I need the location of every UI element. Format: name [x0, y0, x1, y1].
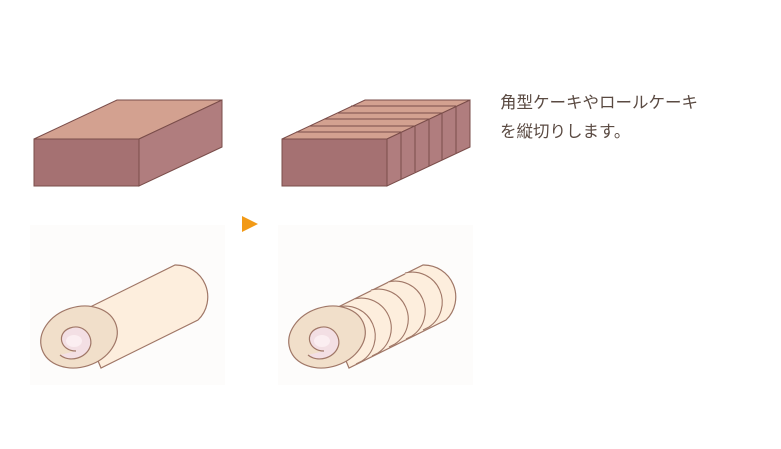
cake-side-face — [138, 99, 223, 187]
cake-front-face — [33, 138, 140, 187]
sliced-square-cake-illustration — [281, 99, 471, 187]
whole-roll-cake-illustration — [30, 225, 225, 385]
caption-line-2: を縦切りします。 — [500, 122, 631, 141]
slice-lines — [296, 105, 457, 179]
sliced-roll-cake-illustration — [278, 225, 473, 385]
whole-square-cake-illustration — [33, 99, 223, 187]
play-triangle-icon — [242, 216, 258, 232]
caption-line-1: 角型ケーキやロールケーキ — [500, 93, 698, 112]
instruction-caption: 角型ケーキやロールケーキ を縦切りします。 — [500, 88, 760, 146]
cake-front-face — [281, 138, 388, 187]
